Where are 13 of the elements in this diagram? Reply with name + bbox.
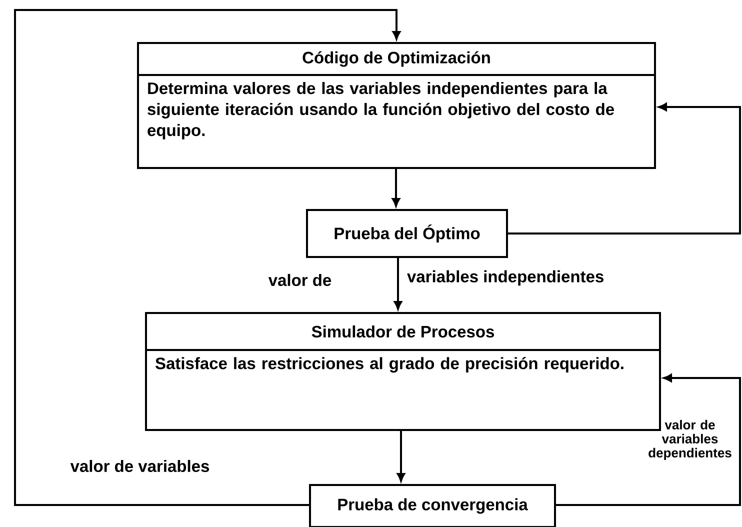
test-box: Prueba de convergencia bbox=[309, 484, 556, 527]
arrow bbox=[508, 102, 741, 234]
process-box: Código de Optimización Determina valores de las variables independientes para la siguiente iteración usando la función objetivo del costo de equipo. bbox=[137, 42, 656, 169]
arrow bbox=[392, 169, 400, 207]
arrow bbox=[396, 431, 406, 482]
flow-label: variables independientes bbox=[407, 270, 604, 286]
arrow bbox=[14, 9, 401, 506]
process-box: Simulador de Procesos Satisface las restricciones al grado de precisión requerido. bbox=[145, 312, 661, 431]
flow-label: valor de variables bbox=[70, 460, 210, 472]
flow-label: valor de bbox=[268, 274, 332, 286]
arrow bbox=[394, 258, 402, 310]
arrow bbox=[556, 374, 741, 506]
test-box: Prueba del Óptimo bbox=[306, 209, 508, 258]
